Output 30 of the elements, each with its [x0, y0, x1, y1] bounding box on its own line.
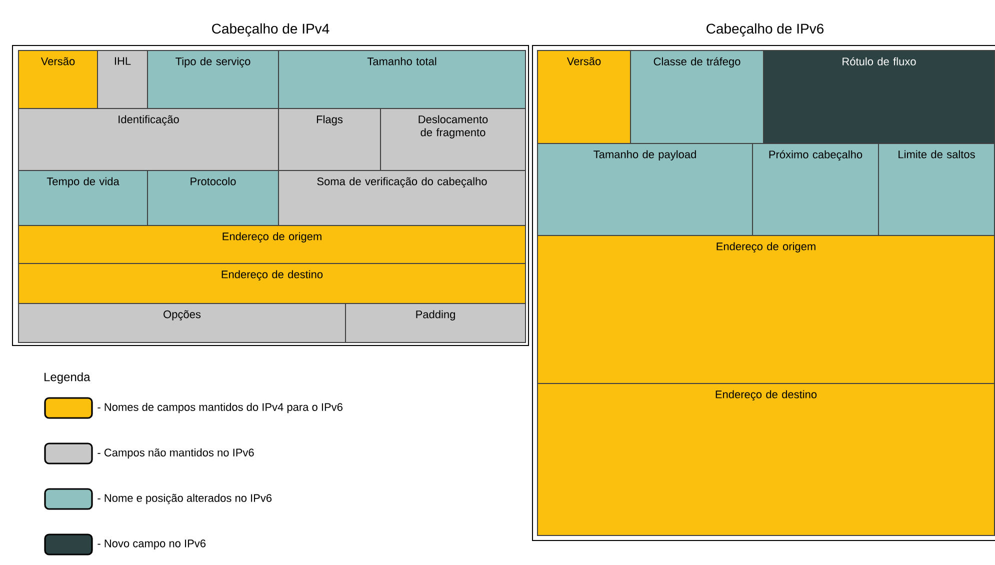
node-label: Limite de saltos [898, 150, 975, 158]
field-cell: Deslocamento de fragmento [380, 108, 526, 171]
field-cell: Endereço de destino [537, 383, 995, 536]
legend-text: - Nomes de campos mantidos do IPv4 para o IPv6 [98, 402, 342, 414]
field-cell: Tempo de vida [18, 170, 148, 226]
field-cell: Versão [537, 50, 631, 144]
field-cell: Tamanho de payload [537, 143, 753, 236]
field-cell: Endereço de origem [537, 235, 995, 384]
node-label: Endereço de origem [716, 242, 816, 253]
field-cell: Padding [345, 303, 526, 343]
legend-title: Legenda [44, 372, 90, 384]
legend-text: - Campos não mantidos no IPv6 [98, 448, 254, 459]
node-label: Cabeçalho de IPv6 [706, 23, 824, 36]
node-label: Endereço de destino [716, 390, 817, 401]
field-cell: Endereço de destino [18, 263, 526, 304]
legend-text: - Novo campo no IPv6 [98, 540, 206, 550]
field-cell: Versão [18, 50, 98, 109]
field-cell: Tipo de serviço [147, 50, 279, 109]
field-cell: Flags [278, 108, 381, 171]
field-cell: Tamanho total [278, 50, 526, 109]
field-cell: IHL [97, 50, 148, 109]
field-cell: Próximo cabeçalho [752, 143, 880, 236]
field-cell: Limite de saltos [878, 143, 995, 236]
field-cell: Rótulo de fluxo [763, 50, 995, 144]
field-cell: Endereço de origem [18, 225, 526, 264]
node-label: Cabeçalho de IPv4 [212, 23, 330, 36]
field-cell: Opções [18, 303, 346, 343]
legend-text: - Nome e posição alterados no IPv6 [98, 494, 272, 504]
field-cell: Protocolo [147, 170, 279, 226]
field-cell: Classe de tráfego [630, 50, 764, 144]
